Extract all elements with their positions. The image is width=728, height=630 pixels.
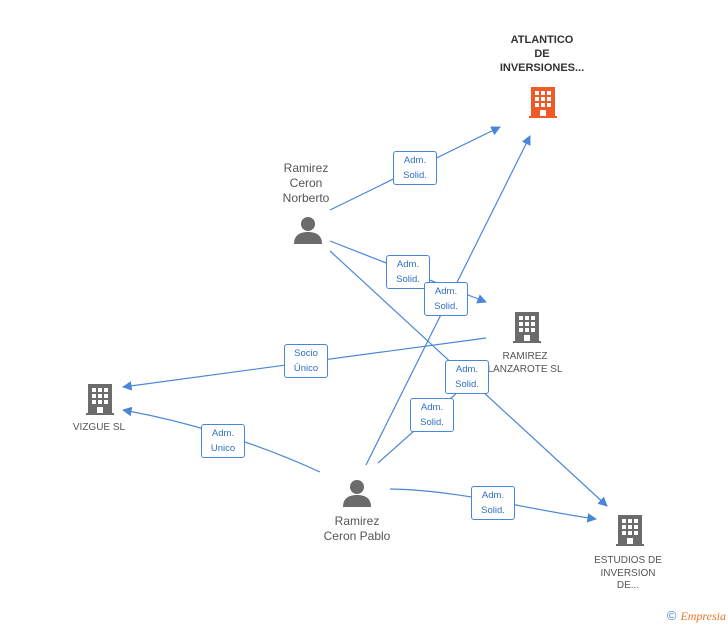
label-line: ATLANTICO — [510, 34, 574, 46]
building-icon[interactable] — [614, 513, 646, 547]
company-label-lanzarote[interactable]: RAMIREZ LANZAROTE SL — [475, 351, 575, 376]
edge-label[interactable]: Adm. Solid. — [471, 486, 515, 520]
person-icon[interactable] — [293, 215, 323, 245]
edge-label[interactable]: Adm. Solid. — [386, 255, 430, 289]
company-label-estudios[interactable]: ESTUDIOS DE INVERSION DE... — [578, 555, 678, 593]
edge-label-line: Adm. — [455, 364, 479, 375]
edge-label-line: Solid. — [434, 301, 458, 312]
edge-label-line: Adm. — [396, 259, 420, 270]
edge-label-line: Adm. — [211, 428, 235, 439]
edge-label-line: Solid. — [420, 417, 444, 428]
edge-label[interactable]: Adm. Unico — [201, 424, 245, 458]
edge-label-line: Solid. — [481, 505, 505, 516]
footer-credit: ©Empresia — [667, 608, 726, 624]
edge-label[interactable]: Adm. Solid. — [445, 360, 489, 394]
label-line: DE... — [616, 580, 640, 591]
building-icon[interactable] — [84, 382, 116, 416]
building-icon[interactable] — [511, 310, 543, 344]
label-line: VIZGUE SL — [72, 422, 126, 433]
label-line: DE — [534, 47, 550, 60]
edge-label-line: Solid. — [455, 379, 479, 390]
person-label-pablo[interactable]: Ramirez Ceron Pablo — [310, 514, 404, 544]
label-line: INVERSIONES... — [499, 61, 585, 74]
edge-label-line: Solid. — [396, 274, 420, 285]
edge-label-line: Único — [293, 363, 319, 374]
edge-label[interactable]: Socio Único — [284, 344, 328, 378]
edge-label[interactable]: Adm. Solid. — [393, 151, 437, 185]
edge-label-line: Adm. — [481, 490, 505, 501]
edge-label-line: Unico — [210, 443, 236, 454]
label-line: LANZAROTE SL — [487, 363, 563, 375]
person-icon[interactable] — [342, 478, 372, 508]
company-label-vizgue[interactable]: VIZGUE SL — [57, 422, 141, 435]
label-line: INVERSION — [600, 567, 656, 579]
building-icon[interactable] — [527, 85, 559, 119]
label-line: Ceron Pablo — [323, 529, 391, 543]
edge-label-line: Adm. — [403, 155, 427, 166]
edge-label-line: Socio — [294, 348, 318, 359]
edge-label[interactable]: Adm. Solid. — [424, 282, 468, 316]
label-line: RAMIREZ — [502, 351, 548, 362]
label-line: Norberto — [282, 191, 330, 205]
brand-logo: Empresia — [680, 609, 726, 623]
label-line: Ramirez — [283, 161, 329, 175]
label-line: Ramirez — [334, 514, 380, 528]
copyright-icon: © — [666, 608, 677, 623]
label-line: ESTUDIOS DE — [594, 555, 662, 566]
company-label-atlantico[interactable]: ATLANTICO DE INVERSIONES... — [482, 34, 602, 75]
person-label-norberto[interactable]: Ramirez Ceron Norberto — [266, 161, 346, 206]
label-line: Ceron — [289, 176, 323, 190]
edge-label-line: Adm. — [434, 286, 458, 297]
edge-label[interactable]: Adm. Solid. — [410, 398, 454, 432]
edge-label-line: Adm. — [420, 402, 444, 413]
edge-label-line: Solid. — [403, 170, 427, 181]
